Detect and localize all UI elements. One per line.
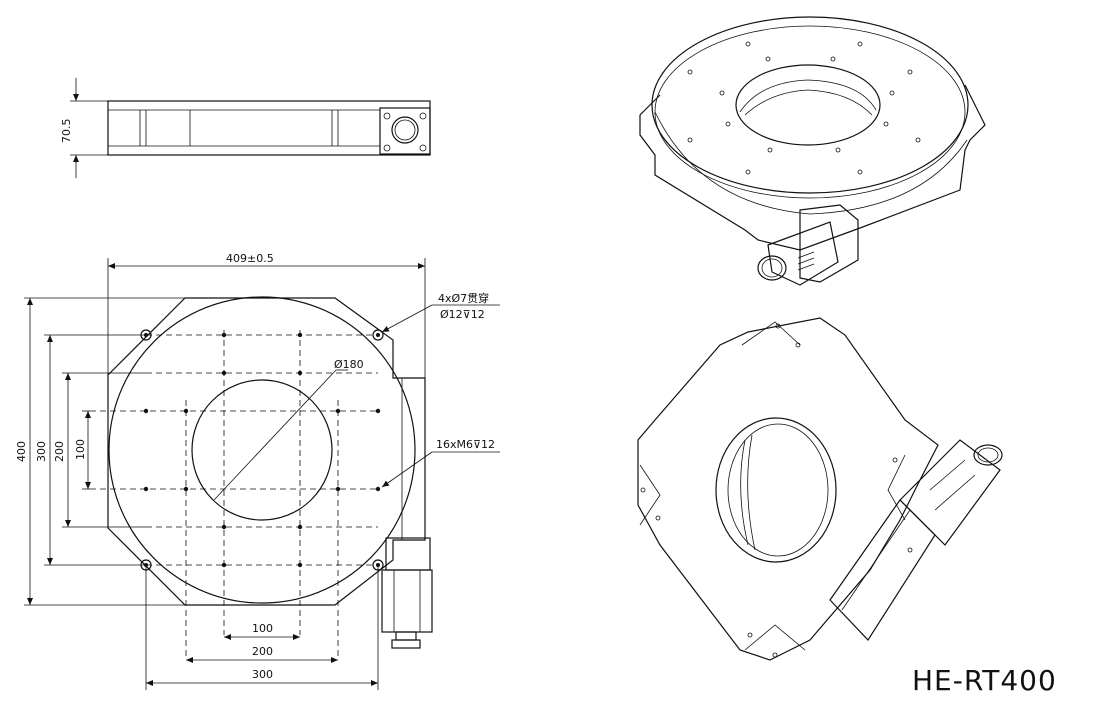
- model-label: HE-RT400: [912, 664, 1057, 697]
- top-dim-200: 200: [53, 441, 66, 462]
- bottom-dim-200: 200: [252, 645, 273, 658]
- callout-bore: Ø180: [334, 358, 364, 371]
- top-view: 409±0.5 400 300 200 100 100 200 300 4xØ7…: [15, 252, 500, 690]
- bottom-dim-100: 100: [252, 622, 273, 635]
- tapped-holes: [143, 332, 381, 568]
- motor: [381, 537, 433, 649]
- side-view: 70.5: [60, 78, 431, 178]
- bottom-dim-300: 300: [252, 668, 273, 681]
- top-dim-300: 300: [35, 441, 48, 462]
- top-width-dim: 409±0.5: [226, 252, 274, 265]
- iso-view-bottom: [637, 317, 1003, 661]
- callout-through-holes: 4xØ7贯穿: [438, 291, 489, 305]
- iso-view-top: [639, 16, 986, 286]
- callout-counterbore: Ø12⊽12: [440, 308, 485, 321]
- top-dim-400: 400: [15, 441, 28, 462]
- top-dim-100: 100: [74, 439, 87, 460]
- side-height-dim: 70.5: [60, 119, 73, 144]
- callout-tapped-holes: 16xM6⊽12: [436, 438, 495, 451]
